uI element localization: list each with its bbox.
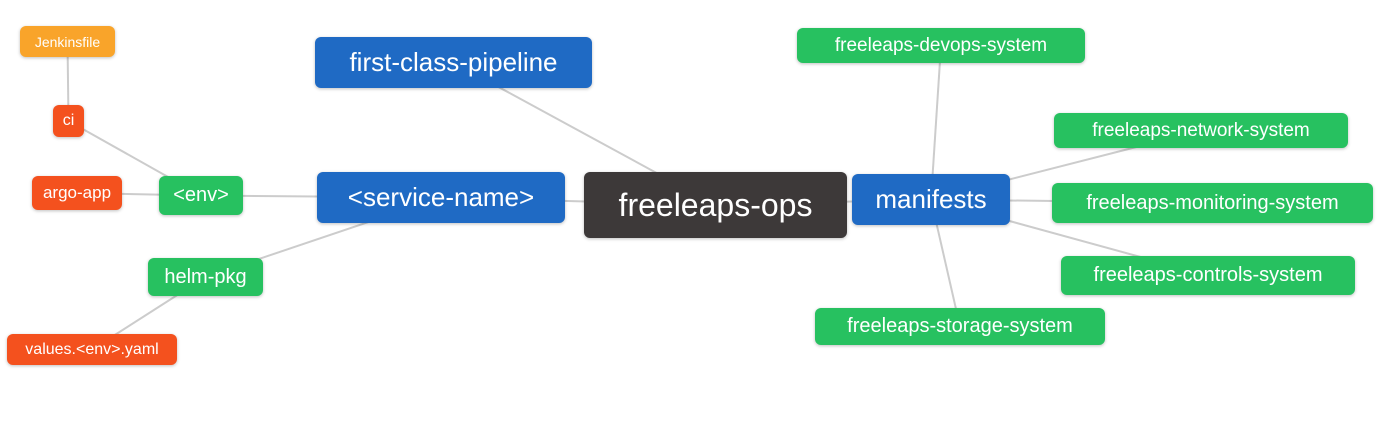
node-freeleaps-storage-system[interactable]: freeleaps-storage-system: [815, 308, 1105, 345]
node-freeleaps-ops[interactable]: freeleaps-ops: [584, 172, 847, 238]
node-argo-app[interactable]: argo-app: [32, 176, 122, 210]
node-freeleaps-network-system[interactable]: freeleaps-network-system: [1054, 113, 1348, 148]
node-service-name[interactable]: <service-name>: [317, 172, 565, 223]
node-freeleaps-controls-system[interactable]: freeleaps-controls-system: [1061, 256, 1355, 295]
node-manifests[interactable]: manifests: [852, 174, 1010, 225]
node-values-env-yaml[interactable]: values.<env>.yaml: [7, 334, 177, 365]
node-freeleaps-monitoring-system[interactable]: freeleaps-monitoring-system: [1052, 183, 1373, 223]
edge-manifests-to-freeleaps-devops-system: [930, 45, 942, 200]
node-first-class-pipeline[interactable]: first-class-pipeline: [315, 37, 592, 88]
node-ci[interactable]: ci: [53, 105, 84, 137]
node-freeleaps-devops-system[interactable]: freeleaps-devops-system: [797, 28, 1085, 63]
node-jenkinsfile[interactable]: Jenkinsfile: [20, 26, 115, 57]
node-env[interactable]: <env>: [159, 176, 243, 215]
node-helm-pkg[interactable]: helm-pkg: [148, 258, 263, 296]
